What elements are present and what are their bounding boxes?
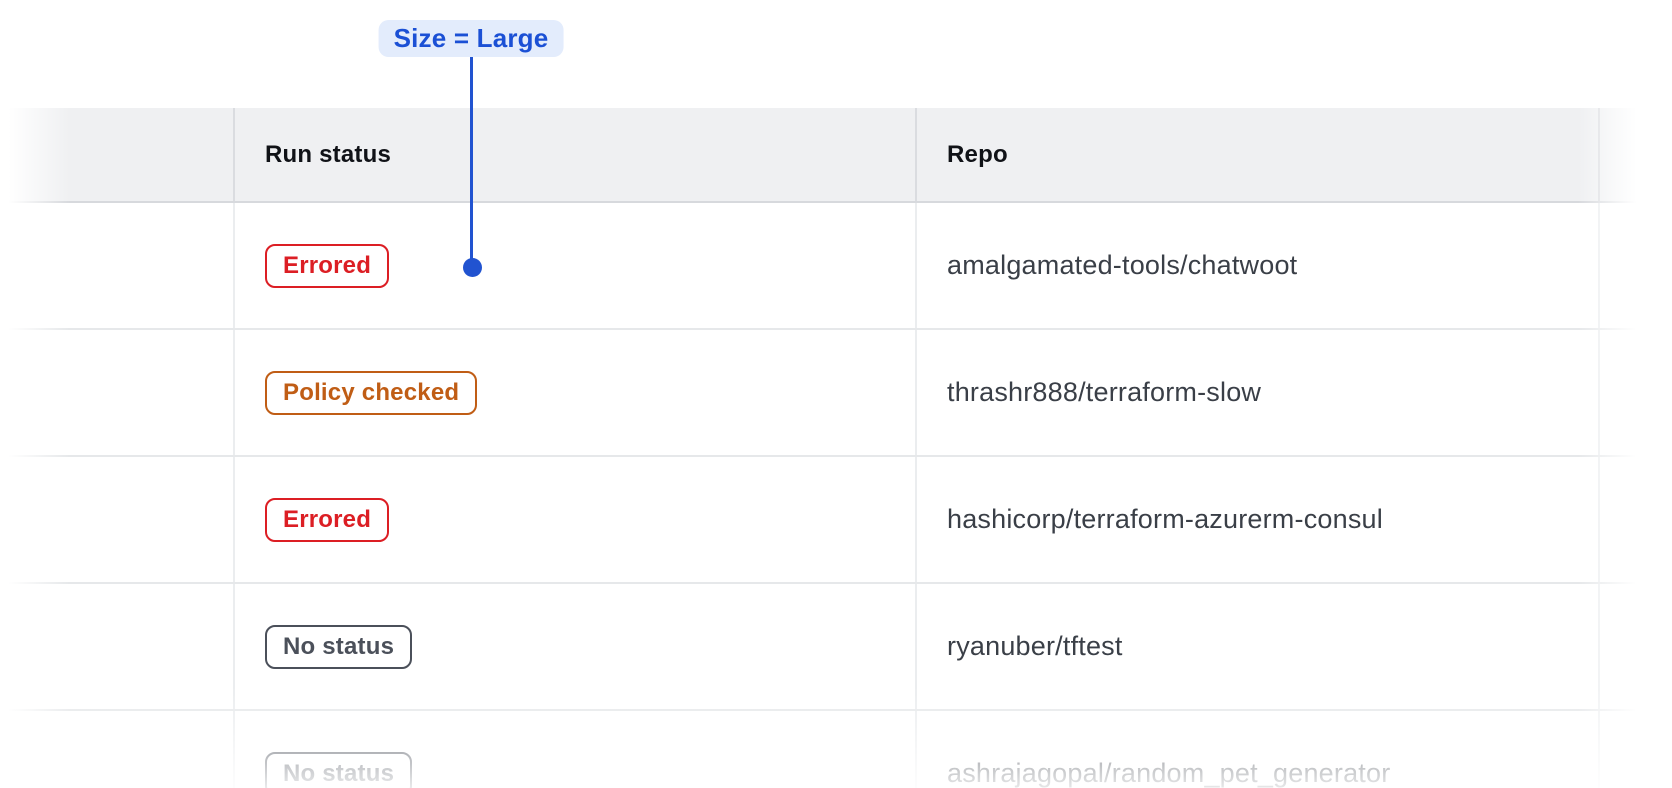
run-status-badge: No status xyxy=(265,625,412,669)
annotation-pointer-dot xyxy=(463,258,482,277)
repo-name: amalgamated-tools/chatwoot xyxy=(947,250,1297,281)
repo-name: ryanuber/tftest xyxy=(947,631,1123,662)
repo-name: thrashr888/terraform-slow xyxy=(947,377,1261,408)
row-cell-overflow xyxy=(1600,711,1642,788)
header-cell-run-status: Run status xyxy=(235,108,917,201)
table-header-row: Run status Repo xyxy=(0,108,1642,203)
row-cell-overflow xyxy=(1600,457,1642,582)
run-status-badge: Errored xyxy=(265,244,389,288)
repo-name: ashrajagopal/random_pet_generator xyxy=(947,758,1390,788)
run-status-badge: Errored xyxy=(265,498,389,542)
row-cell-repo: ryanuber/tftest xyxy=(917,584,1600,709)
row-cell-empty xyxy=(0,584,235,709)
row-cell-empty xyxy=(0,330,235,455)
row-cell-empty xyxy=(0,203,235,328)
header-cell-overflow xyxy=(1600,108,1642,201)
run-status-badge: Policy checked xyxy=(265,371,477,415)
row-cell-overflow xyxy=(1600,330,1642,455)
workspace-runs-table: Run status Repo Errored amalgamated-tool… xyxy=(0,108,1642,788)
run-status-column-label: Run status xyxy=(265,141,391,169)
row-cell-run-status: Policy checked xyxy=(235,330,917,455)
header-cell-repo: Repo xyxy=(917,108,1600,201)
header-cell-empty xyxy=(0,108,235,201)
row-cell-empty xyxy=(0,457,235,582)
table-row[interactable]: No status ashrajagopal/random_pet_genera… xyxy=(0,711,1642,788)
row-cell-repo: thrashr888/terraform-slow xyxy=(917,330,1600,455)
row-cell-repo: ashrajagopal/random_pet_generator xyxy=(917,711,1600,788)
row-cell-overflow xyxy=(1600,203,1642,328)
row-cell-run-status: Errored xyxy=(235,203,917,328)
row-cell-repo: amalgamated-tools/chatwoot xyxy=(917,203,1600,328)
repo-name: hashicorp/terraform-azurerm-consul xyxy=(947,504,1383,535)
row-cell-run-status: No status xyxy=(235,711,917,788)
annotation-pointer-line xyxy=(470,57,473,260)
row-cell-overflow xyxy=(1600,584,1642,709)
row-cell-run-status: No status xyxy=(235,584,917,709)
run-status-badge: No status xyxy=(265,752,412,788)
table-row[interactable]: Policy checked thrashr888/terraform-slow xyxy=(0,330,1642,457)
table-row[interactable]: Errored amalgamated-tools/chatwoot xyxy=(0,203,1642,330)
table-row[interactable]: No status ryanuber/tftest xyxy=(0,584,1642,711)
row-cell-repo: hashicorp/terraform-azurerm-consul xyxy=(917,457,1600,582)
row-cell-run-status: Errored xyxy=(235,457,917,582)
repo-column-label: Repo xyxy=(947,141,1008,169)
row-cell-empty xyxy=(0,711,235,788)
size-annotation-pill: Size = Large xyxy=(379,20,564,57)
table-row[interactable]: Errored hashicorp/terraform-azurerm-cons… xyxy=(0,457,1642,584)
